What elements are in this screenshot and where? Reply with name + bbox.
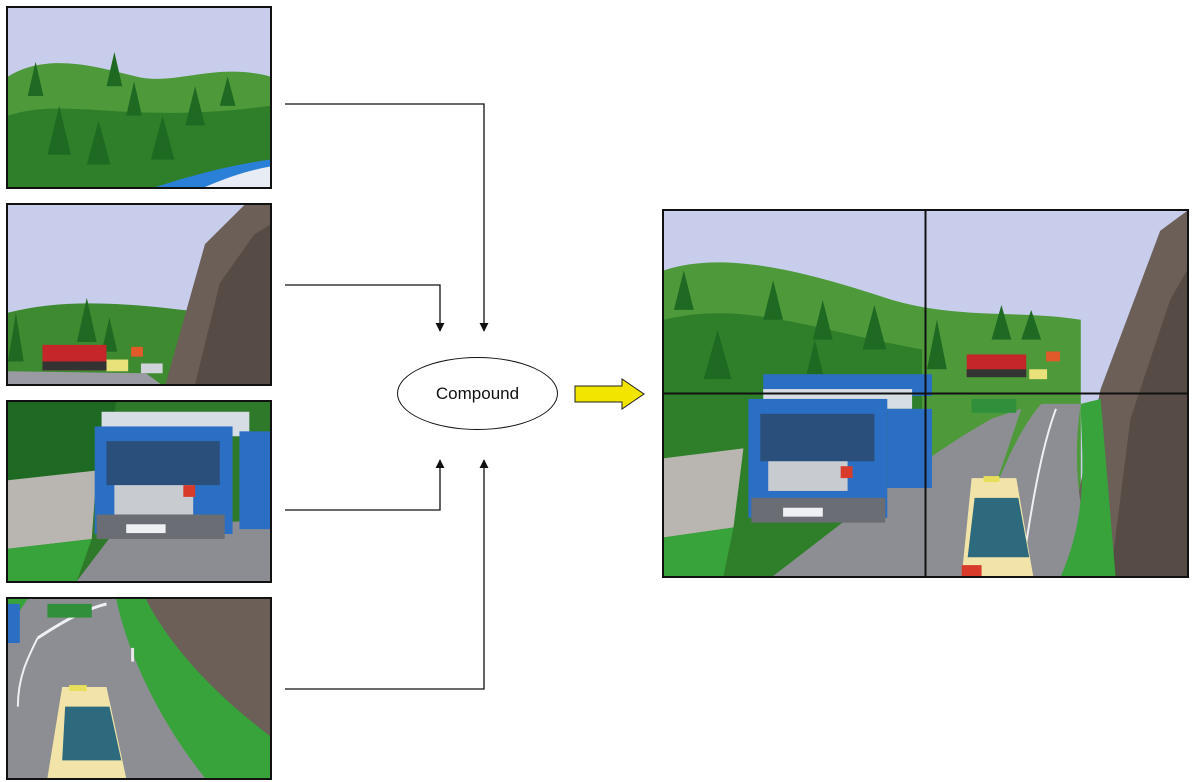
compound-label: Compound (435, 383, 520, 403)
output-arrow-icon (574, 378, 645, 410)
input-image-1 (6, 6, 272, 189)
compound-node: Compound (397, 357, 558, 430)
connector-2 (285, 284, 445, 332)
input-image-2 (6, 203, 272, 386)
connector-4 (285, 459, 489, 690)
output-composite-image (662, 209, 1189, 578)
connector-1 (285, 103, 489, 332)
input-image-3 (6, 400, 272, 583)
connector-3 (285, 459, 445, 511)
input-image-4 (6, 597, 272, 780)
